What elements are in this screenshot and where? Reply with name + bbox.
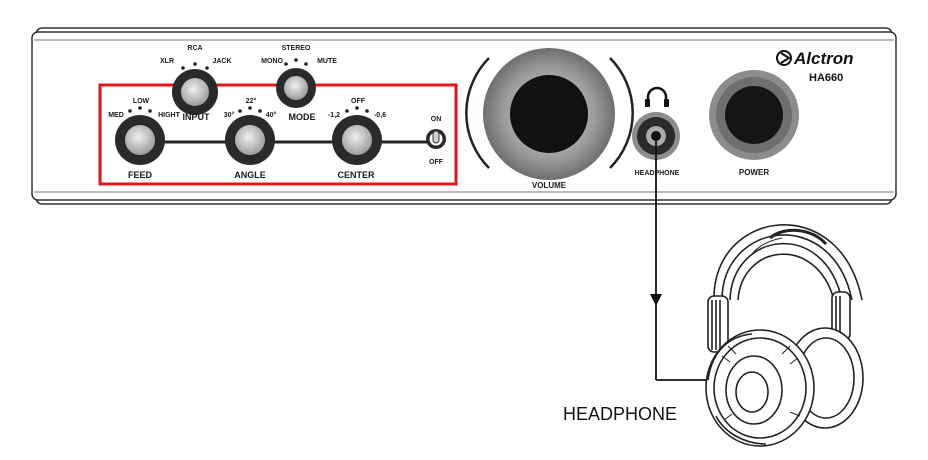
- feed-knob[interactable]: [115, 106, 165, 165]
- angle-label: ANGLE: [234, 170, 266, 180]
- input-option-rca: RCA: [187, 45, 202, 52]
- volume-knob[interactable]: [465, 48, 634, 180]
- toggle-off-label: OFF: [429, 159, 444, 166]
- input-option-jack: JACK: [212, 58, 231, 65]
- headphones-illustration: [705, 224, 864, 447]
- mode-option-mono: MONO: [261, 58, 283, 65]
- headphones-caption: HEADPHONE: [563, 404, 677, 424]
- angle-option-22: 22°: [246, 97, 257, 105]
- headphone-cable: [655, 136, 712, 381]
- arrow-down-icon: [650, 294, 662, 306]
- mode-option-stereo: STEREO: [282, 45, 311, 52]
- center-knob[interactable]: [332, 106, 382, 165]
- feed-option-med: MED: [108, 112, 124, 119]
- center-option-neg-0-6: -0,6: [374, 112, 386, 119]
- feed-option-low: LOW: [133, 98, 150, 105]
- headphone-icon: [645, 86, 669, 107]
- angle-knob[interactable]: [225, 106, 275, 165]
- angle-option-40: 40°: [266, 111, 277, 119]
- power-button[interactable]: [709, 70, 799, 160]
- mode-option-mute: MUTE: [317, 58, 337, 65]
- power-label: POWER: [739, 168, 769, 177]
- center-option-off: OFF: [351, 98, 366, 105]
- center-label: CENTER: [337, 170, 375, 180]
- toggle-on-label: ON: [431, 116, 442, 123]
- center-option-neg-1-2: -1,2: [328, 112, 340, 119]
- mode-knob[interactable]: [276, 58, 316, 108]
- mode-label: MODE: [289, 112, 316, 122]
- feed-label: FEED: [128, 170, 153, 180]
- input-label: INPUT: [183, 112, 211, 122]
- on-off-toggle[interactable]: [426, 129, 446, 149]
- input-knob[interactable]: [172, 62, 218, 115]
- input-option-xlr: XLR: [160, 58, 174, 65]
- feed-option-hight: HIGHT: [158, 112, 181, 119]
- headphone-jack-label: HEADPHONE: [635, 170, 680, 177]
- alctron-logo-icon: [776, 50, 792, 66]
- model-name: HA660: [809, 72, 843, 84]
- angle-option-30: 30°: [224, 111, 235, 119]
- volume-label: VOLUME: [532, 181, 567, 190]
- brand-name: Alctron: [793, 49, 854, 68]
